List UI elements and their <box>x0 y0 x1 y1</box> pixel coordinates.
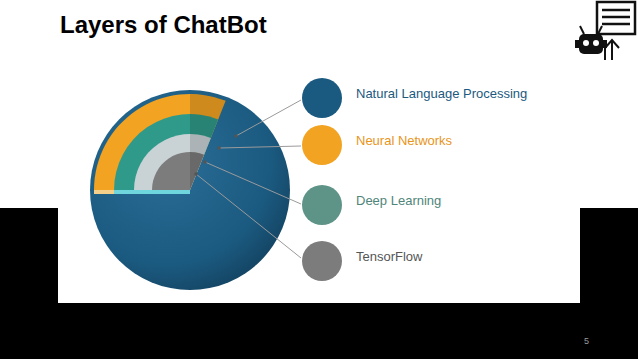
legend-swatch <box>302 78 342 118</box>
cut-floor <box>94 190 190 194</box>
title-holder: Layers of ChatBot <box>60 11 267 39</box>
legend-row: Neural Networks <box>302 125 562 165</box>
legend-text: TensorFlow <box>356 249 422 265</box>
legend-row: Deep Learning <box>302 185 562 225</box>
page-number: 5 <box>584 336 589 346</box>
leader-lines <box>196 100 301 258</box>
legend-swatch <box>302 125 342 165</box>
legend-swatch <box>302 185 342 225</box>
label-holder: 5 <box>584 336 589 346</box>
legend-text: Neural Networks <box>356 133 452 149</box>
robot-icon <box>575 2 635 60</box>
legend-text: Natural Language Processing <box>356 86 527 102</box>
slide-title: Layers of ChatBot <box>60 11 267 39</box>
legend-text: Deep Learning <box>356 193 441 209</box>
legend-row: TensorFlow <box>302 241 562 281</box>
cut-floor <box>114 190 190 194</box>
sphere-layer <box>94 94 226 190</box>
sphere-body <box>90 90 290 290</box>
layered-sphere <box>90 90 290 290</box>
black-band <box>0 303 638 359</box>
legend-swatch <box>302 241 342 281</box>
leader-dots <box>194 134 238 176</box>
cut-face-shade <box>190 94 226 190</box>
legend-row: Natural Language Processing <box>302 78 562 118</box>
